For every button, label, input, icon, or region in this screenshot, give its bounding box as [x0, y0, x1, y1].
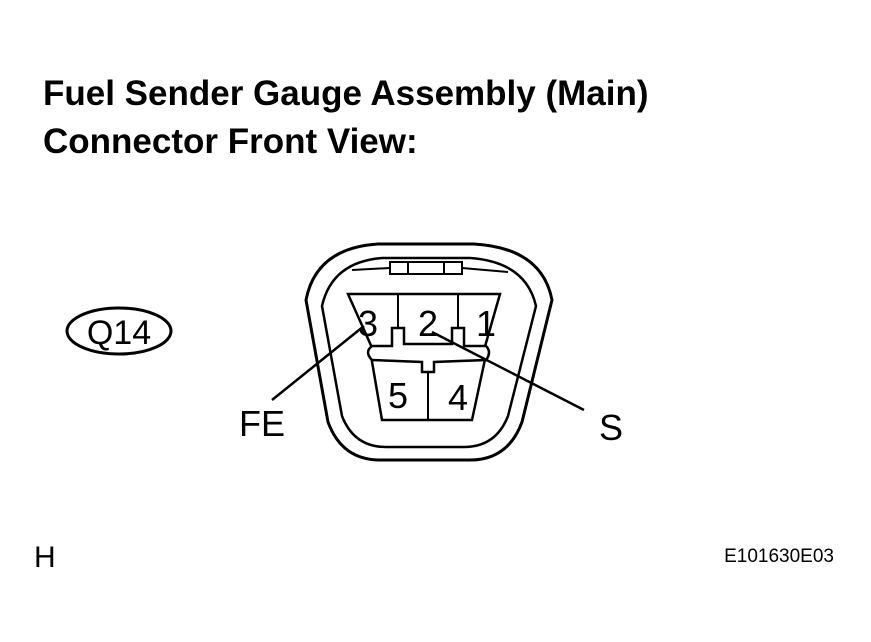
title-line-1: Fuel Sender Gauge Assembly (Main) [43, 74, 649, 113]
pin-3-label: 3 [358, 303, 378, 344]
connector-housing [304, 242, 554, 462]
pin-1-label: 1 [476, 303, 496, 344]
connector-key-edge [351, 267, 391, 271]
connector-code-label: Q14 [87, 314, 151, 352]
pin-5-label: 5 [388, 375, 408, 416]
footer-left-code: H [34, 541, 56, 574]
connector-top-key [389, 261, 463, 275]
connector-inner-shell [320, 256, 538, 449]
fe-terminal-label: FE [239, 403, 285, 444]
figure-id: E101630E03 [724, 546, 834, 567]
title-line-2: Connector Front View: [43, 122, 418, 161]
fe-leader-line [271, 325, 365, 401]
connector-key-edge [461, 267, 509, 273]
s-leader-line [431, 330, 585, 412]
connector-code-badge: Q14 [65, 306, 173, 356]
pin-4-label: 4 [448, 377, 468, 418]
pin-numbers: 3 2 1 5 4 [358, 303, 496, 418]
s-terminal-label: S [599, 407, 623, 448]
connector-code-ellipse [65, 306, 173, 356]
pin-2-label: 2 [418, 303, 438, 344]
connector-outer-shell [304, 242, 554, 462]
diagram-title: Fuel Sender Gauge Assembly (Main) Connec… [43, 70, 649, 166]
